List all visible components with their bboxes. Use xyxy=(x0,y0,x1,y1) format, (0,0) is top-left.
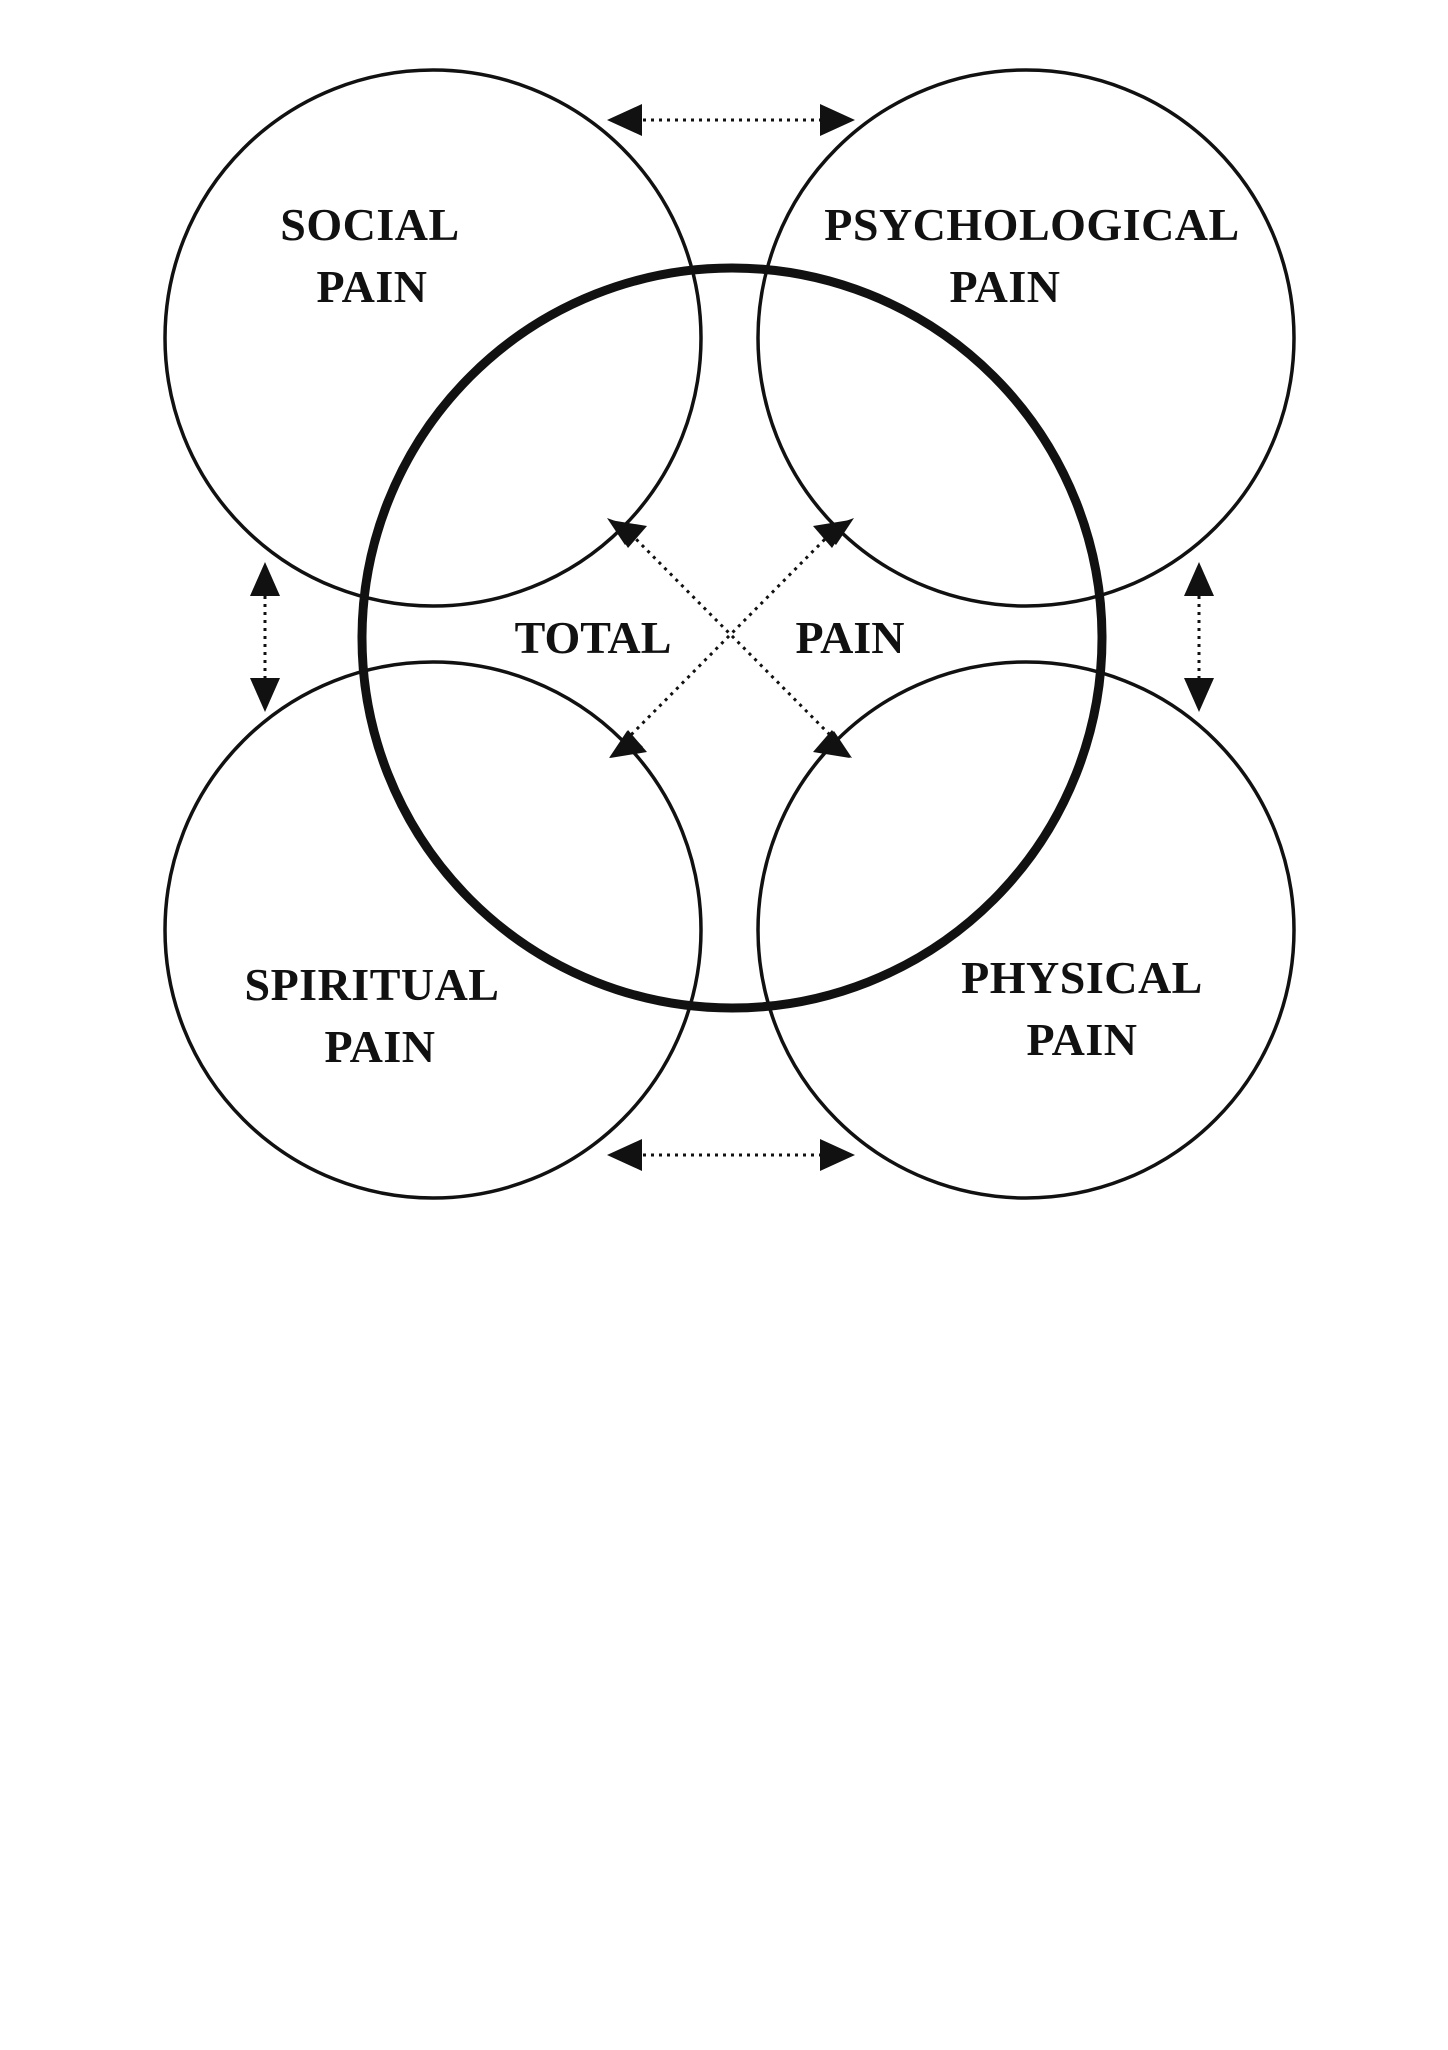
spiritual-arc-arrowhead xyxy=(610,730,647,758)
social-spiritual-arrow xyxy=(250,562,280,712)
psychological-label-line2: PAIN xyxy=(949,261,1060,312)
psychological-label-line1: PSYCHOLOGICAL xyxy=(824,199,1239,250)
physical-label-line2: PAIN xyxy=(1026,1014,1137,1065)
social-label-line1: SOCIAL xyxy=(280,199,459,250)
physical-arc-arrowhead xyxy=(813,730,850,758)
social-psychological-arrow xyxy=(607,104,855,136)
total-pain-circle xyxy=(357,263,1107,1013)
psychological-arc-arrowhead xyxy=(813,520,850,548)
spiritual-pain-circle xyxy=(163,660,703,1200)
social-arc-arrowhead xyxy=(610,520,647,548)
spiritual-physical-arrow xyxy=(607,1139,855,1171)
social-label-line2: PAIN xyxy=(316,261,427,312)
psychological-physical-arrow xyxy=(1184,562,1214,712)
pain-label: PAIN xyxy=(795,612,904,663)
physical-label-line1: PHYSICAL xyxy=(961,952,1203,1003)
total-label: TOTAL xyxy=(515,612,672,663)
physical-pain-circle xyxy=(756,660,1296,1200)
spiritual-label-line2: PAIN xyxy=(324,1021,435,1072)
social-pain-circle xyxy=(163,68,703,608)
spiritual-label-line1: SPIRITUAL xyxy=(244,959,499,1010)
psychological-pain-circle xyxy=(756,68,1296,608)
